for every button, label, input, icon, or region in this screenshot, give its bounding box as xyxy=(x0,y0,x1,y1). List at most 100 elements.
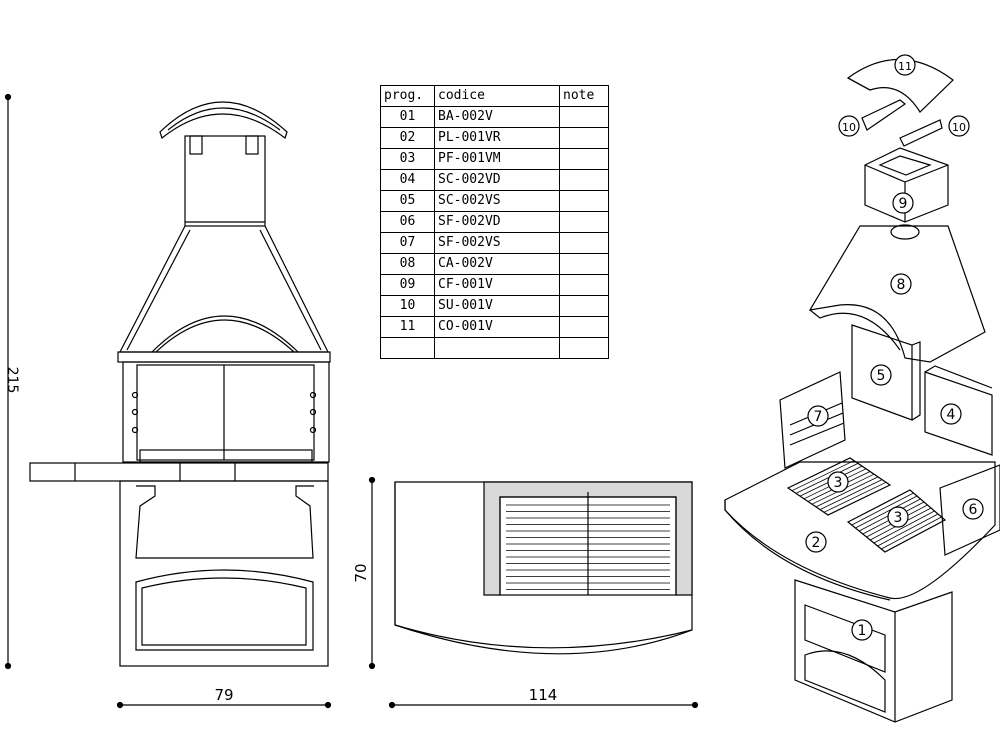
exploded-grill-slat xyxy=(881,516,942,550)
part-callout-label: 1 xyxy=(858,623,867,639)
part-callout-label: 11 xyxy=(898,60,912,73)
cell-prog: 09 xyxy=(380,274,435,296)
part-callout-label: 9 xyxy=(899,196,908,212)
part-callout-label: 2 xyxy=(812,535,821,551)
front-hood-lintel xyxy=(117,351,331,363)
header-prog: prog. xyxy=(380,85,435,107)
depth-dim-end xyxy=(368,476,376,484)
front-peg xyxy=(309,426,317,434)
exploded-grill-slat xyxy=(851,492,914,526)
part-1-upper-opening xyxy=(804,604,886,673)
part-1-lower-opening xyxy=(804,650,886,713)
cell-codice: SF-002VS xyxy=(434,232,560,254)
part-callout-label: 7 xyxy=(814,409,823,425)
front-lower-opening-inner xyxy=(141,577,307,646)
cell-codice: SF-002VD xyxy=(434,211,560,233)
front-view: 215 xyxy=(4,93,332,709)
part-3-grill-b xyxy=(846,489,947,553)
part-11-edge xyxy=(847,77,871,91)
table-header-row: prog. codice note xyxy=(380,85,609,107)
part-8-arch xyxy=(809,309,901,351)
exploded-grill-slat xyxy=(819,479,883,510)
cell-note xyxy=(559,274,609,296)
part-10-post-left xyxy=(861,99,907,131)
height-dim-end-top xyxy=(4,93,12,101)
part-3-grill-a xyxy=(786,457,892,516)
cell-codice: SU-001V xyxy=(434,295,560,317)
top-worktop-outline xyxy=(394,481,693,655)
width-top-dim-label: 114 xyxy=(529,686,558,704)
part-callout-label: 4 xyxy=(947,407,956,423)
part-callout-label: 10 xyxy=(952,121,966,134)
front-arch xyxy=(151,315,299,353)
cell-codice: CA-002V xyxy=(434,253,560,275)
cell-codice: CO-001V xyxy=(434,316,560,338)
width-front-dim-end xyxy=(116,701,124,709)
height-dim-label: 215 xyxy=(4,367,20,394)
exploded-grill-slat xyxy=(815,476,879,508)
header-codice: codice xyxy=(434,85,560,107)
part-callout-label: 8 xyxy=(897,277,906,293)
part-4-wall xyxy=(924,371,993,456)
part-6-side-wall xyxy=(939,464,1000,556)
cell-prog: 10 xyxy=(380,295,435,317)
part-callout-circle xyxy=(962,498,984,520)
cell-prog: 02 xyxy=(380,127,435,149)
exploded-grill-slat xyxy=(795,463,859,494)
part-callout-label: 3 xyxy=(834,475,843,491)
part-11-roof-cap xyxy=(846,58,954,113)
exploded-grill-slat xyxy=(855,495,918,529)
cell-prog: 03 xyxy=(380,148,435,170)
cell-note xyxy=(559,316,609,338)
cell-prog: 11 xyxy=(380,316,435,338)
part-callout-circle xyxy=(948,115,970,137)
cell-note xyxy=(559,295,609,317)
part-callout-circle xyxy=(870,364,892,386)
front-arch-inner xyxy=(155,319,295,353)
part-7-side-wall xyxy=(779,371,846,469)
depth-dim-label: 70 xyxy=(352,563,370,582)
exploded-grill-slat xyxy=(877,513,939,547)
cell-note xyxy=(559,190,609,212)
cell-codice: PF-001VM xyxy=(434,148,560,170)
part-callout-label: 3 xyxy=(894,510,903,526)
exploded-grill-slat xyxy=(873,510,935,544)
front-grill-rim xyxy=(139,449,313,463)
front-peg xyxy=(131,408,139,416)
part-5-edge xyxy=(911,341,921,421)
front-base xyxy=(119,480,329,667)
part-callout-label: 5 xyxy=(877,368,886,384)
width-top-dim-end xyxy=(691,701,699,709)
part-9-collar xyxy=(890,224,920,240)
part-callout-circle xyxy=(940,403,962,425)
cell-codice: SC-002VD xyxy=(434,169,560,191)
cell-prog: 05 xyxy=(380,190,435,212)
part-callout-circle xyxy=(838,115,860,137)
table-row xyxy=(380,337,609,359)
cell-note xyxy=(559,232,609,254)
part-callout-circle xyxy=(807,405,829,427)
cell-codice: SC-002VS xyxy=(434,190,560,212)
header-note: note xyxy=(559,85,609,107)
front-chimney-post-right xyxy=(245,135,259,155)
cell-prog xyxy=(380,337,435,359)
front-chimney xyxy=(184,135,266,227)
top-view: 70 114 xyxy=(352,476,699,709)
part-callout-circle xyxy=(827,471,849,493)
front-peg xyxy=(309,391,317,399)
cell-codice: PL-001VR xyxy=(434,127,560,149)
front-peg xyxy=(309,408,317,416)
cell-note xyxy=(559,253,609,275)
width-front-dim-label: 79 xyxy=(214,686,233,704)
part-9-chimney xyxy=(864,147,949,223)
part-2-front-edge xyxy=(724,500,891,601)
